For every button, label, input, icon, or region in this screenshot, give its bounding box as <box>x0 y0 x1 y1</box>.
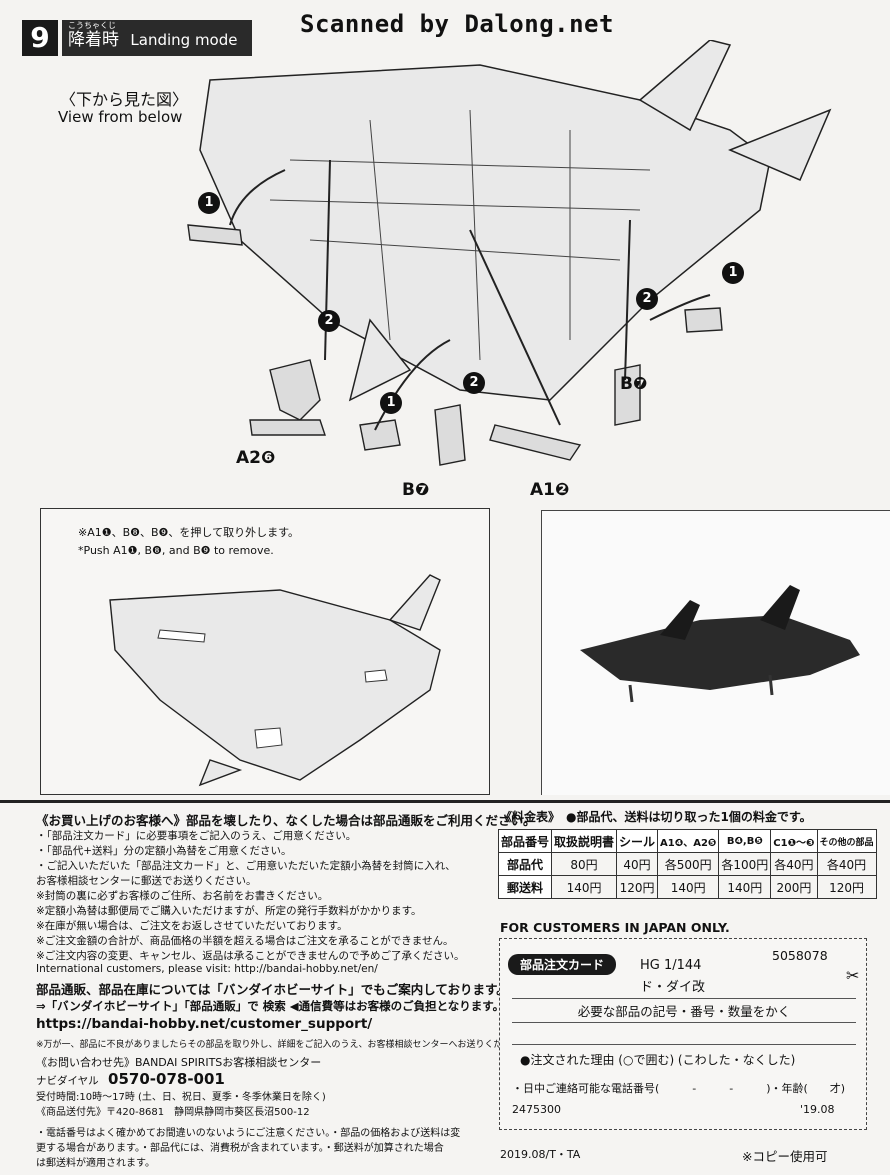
price-header-cell: その他の部品 <box>816 829 877 853</box>
main-illustration <box>187 40 832 466</box>
removal-note-jp: ※A1❶、B❽、B❾、を押して取り外します。 <box>78 526 299 539</box>
navi-dial: ナビダイヤル 0570-078-001 <box>36 1070 225 1088</box>
price-header-row: 部品番号 取扱説明書 シール A1❹、A2❺ B❹,B❺ C1❶〜❸ その他の部… <box>497 829 877 853</box>
scan-credit: Scanned by Dalong.net <box>300 10 614 38</box>
price-cell: 各100円 <box>718 852 772 876</box>
price-table: 部品番号 取扱説明書 シール A1❹、A2❺ B❹,B❺ C1❶〜❸ その他の部… <box>497 829 877 899</box>
customers-japan-note: FOR CUSTOMERS IN JAPAN ONLY. <box>500 920 730 935</box>
price-cell: 140円 <box>718 875 772 899</box>
notice-line: ※ご注文金額の合計が、商品価格の半額を超える場合はご注文を承ることができません。 <box>36 935 454 947</box>
notice-line: お客様相談センターに郵送でお送りください。 <box>36 875 257 887</box>
notice-line: ・「部品代+送料」分の定額小為替をご用意ください。 <box>36 845 292 857</box>
notice-heading: 《お買い上げのお客様へ》部品を壊したり、なくした場合は部品通販をご利用ください。 <box>36 813 536 828</box>
table-row: 郵送料 140円 120円 140円 140円 200円 120円 <box>497 875 877 899</box>
removal-note-en: *Push A1❶, B❽, and B❾ to remove. <box>78 544 274 557</box>
notice-hobby-site: 部品通販、部品在庫については「バンダイホビーサイト」でもご案内しております。 <box>36 982 509 997</box>
notice-line: ・ご記入いただいた「部品注文カード」と、ご用意いただいた定額小為替を封筒に入れ、 <box>36 860 456 872</box>
notice-international[interactable]: International customers, please visit: h… <box>36 963 378 975</box>
price-table-title: 《料金表》 ●部品代、送料は切り取った1個の料金です。 <box>500 810 812 824</box>
view-label-en: View from below <box>58 108 183 126</box>
marker-1-bottom: 1 <box>380 392 402 414</box>
navi-label: ナビダイヤル <box>36 1075 99 1087</box>
contact-title: 《お問い合わせ先》BANDAI SPIRITSお客様相談センター <box>36 1056 322 1069</box>
callout-b7-right: B❼ <box>620 374 648 394</box>
price-cell: 各40円 <box>770 852 818 876</box>
marker-2-center: 2 <box>463 372 485 394</box>
copy-permitted: ※コピー使用可 <box>742 1149 828 1164</box>
step-number: 9 <box>22 20 58 56</box>
view-label-jp: 〈下から見た図〉 <box>60 90 189 109</box>
product-code: 5058078 <box>772 948 828 963</box>
fine-print: は郵送料が適用されます。 <box>36 1158 155 1169</box>
price-cell: 200円 <box>770 875 818 899</box>
kit-scale: HG 1/144 <box>640 958 702 973</box>
price-header-cell: C1❶〜❸ <box>770 829 818 853</box>
table-row: 部品代 80円 40円 各500円 各100円 各40円 各40円 <box>497 852 877 876</box>
step-title-en: Landing mode <box>130 31 238 49</box>
parts-entry-field[interactable] <box>512 1022 856 1045</box>
phone-age-field[interactable]: ・日中ご連絡可能な電話番号( - - )・年齢( 才) <box>512 1082 846 1095</box>
price-cell: 120円 <box>816 875 877 899</box>
notice-line: ・「部品注文カード」に必要事項をご記入のうえ、ご用意ください。 <box>36 830 357 842</box>
notice-line: ※ご注文内容の変更、キャンセル、返品は承ることができませんので予めご了承ください… <box>36 950 465 962</box>
fine-print: 更する場合があります。・部品代には、消費税が含まれています。・郵送料が加算された… <box>36 1143 444 1154</box>
price-header-cell: 取扱説明書 <box>551 829 618 853</box>
price-cell: 各500円 <box>657 852 720 876</box>
price-cell: 80円 <box>551 852 618 876</box>
fine-print: ・電話番号はよく確かめてお間違いのないようにご注意ください。・部品の価格および送… <box>36 1128 461 1139</box>
price-header-cell: A1❹、A2❺ <box>657 829 720 853</box>
kit-name: ド・ダイ改 <box>640 980 706 995</box>
callout-a2-6: A2❻ <box>236 448 276 468</box>
callout-a1-2: A1❷ <box>530 480 570 500</box>
step-title-ruby: こうちゃくじ <box>68 21 116 30</box>
removal-detail-illustration <box>109 574 441 787</box>
price-header-cell: B❹,B❺ <box>718 829 772 853</box>
completed-photo-model <box>580 585 860 703</box>
step-title: こうちゃくじ 降着時 Landing mode <box>62 20 252 56</box>
marker-1-top-left: 1 <box>198 192 220 214</box>
navi-number[interactable]: 0570-078-001 <box>108 1070 225 1088</box>
order-card-tag: 部品注文カード <box>508 954 617 975</box>
scissors-icon: ✂ <box>846 966 860 985</box>
price-row-label: 郵送料 <box>497 875 553 899</box>
print-code: 2019.08/T・TA <box>500 1148 581 1161</box>
marker-2-left: 2 <box>318 310 340 332</box>
card-date: '19.08 <box>800 1103 835 1116</box>
notice-small-note: ※万が一、部品に不良がありましたらその部品を取り外し、詳細をご記入のうえ、お客様… <box>36 1040 530 1050</box>
notice-search-line: ⇒「バンダイホビーサイト」「部品通販」で 検索 ◀通信費等はお客様のご負担となり… <box>36 999 505 1013</box>
order-instruction: 必要な部品の記号・番号・数量をかく <box>512 998 856 1023</box>
card-number: 2475300 <box>512 1103 561 1116</box>
price-header-cell: 部品番号 <box>497 829 553 853</box>
marker-1-right: 1 <box>722 262 744 284</box>
marker-2-right: 2 <box>636 288 658 310</box>
contact-address: 《商品送付先》〒420-8681 静岡県静岡市葵区長沼500-12 <box>36 1107 310 1118</box>
step-title-jp: 降着時 <box>68 30 119 50</box>
notice-line: ※在庫が無い場合は、ご注文をお返しさせていただいております。 <box>36 920 348 932</box>
price-cell: 120円 <box>616 875 659 899</box>
price-row-label: 部品代 <box>497 852 553 876</box>
callout-b7-left: B❼ <box>402 480 430 500</box>
notice-line: ※定額小為替は郵便局でご購入いただけますが、所定の発行手数料がかかります。 <box>36 905 422 917</box>
price-cell: 140円 <box>657 875 720 899</box>
price-cell: 140円 <box>551 875 618 899</box>
order-reason[interactable]: ●注文された理由 (○で囲む) (こわした・なくした) <box>520 1053 796 1067</box>
price-header-cell: シール <box>616 829 659 853</box>
notice-line: ※封筒の裏に必ずお客様のご住所、お名前をお書きください。 <box>36 890 329 902</box>
contact-hours: 受付時間:10時〜17時 (土、日、祝日、夏季・冬季休業日を除く) <box>36 1092 326 1103</box>
price-cell: 各40円 <box>816 852 877 876</box>
support-url-link[interactable]: https://bandai-hobby.net/customer_suppor… <box>36 1016 373 1032</box>
price-cell: 40円 <box>616 852 659 876</box>
